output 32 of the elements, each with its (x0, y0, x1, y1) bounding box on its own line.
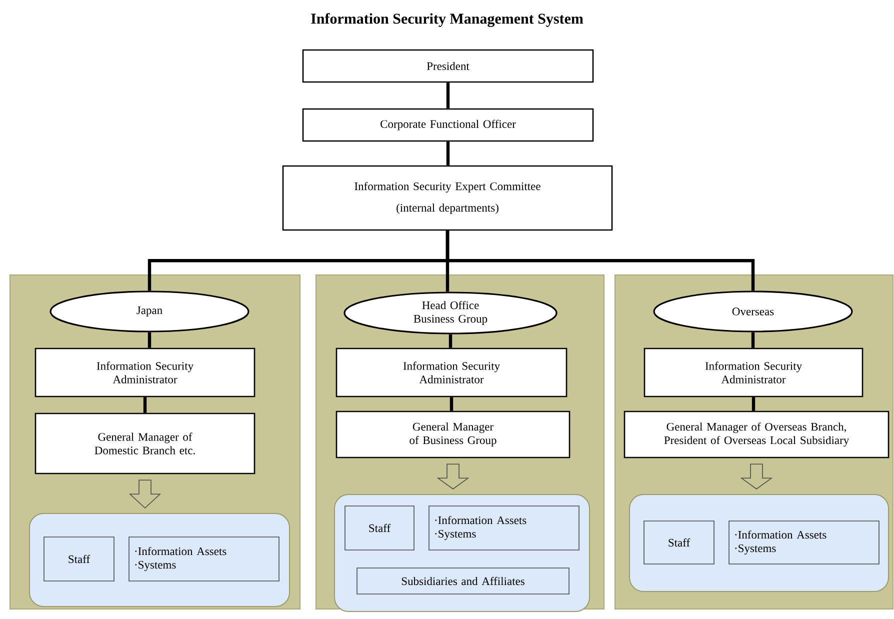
role-box: Information Security Administrator (644, 348, 864, 398)
role-box: General Manager of Business Group (336, 410, 570, 458)
connector-line (148, 332, 152, 348)
connector-line (752, 397, 756, 411)
title: Information Security Management System (311, 13, 584, 27)
item-box: Staff (344, 506, 414, 550)
connector-line (751, 332, 755, 348)
connector-line (143, 397, 147, 413)
item-box: ·Information Assets ·Systems (428, 506, 580, 550)
connector-line (448, 334, 452, 348)
scope-box (29, 513, 290, 607)
role-box: General Manager of Overseas Branch, President of Overseas Local Subsidiary (624, 410, 890, 458)
scope-box (629, 494, 889, 592)
block-arrow (740, 464, 773, 490)
item-box: ·Information Assets ·Systems (728, 520, 880, 564)
role-box: General Manager of Domestic Branch etc. (34, 412, 256, 474)
role-box: Corporate Functional Officer (302, 108, 594, 142)
role-box: Information Security Administrator (34, 348, 256, 398)
item-box: Staff (644, 520, 714, 564)
connector-line (446, 82, 450, 108)
scope-box (334, 494, 590, 612)
role-box: Information Security Administrator (336, 348, 568, 398)
item-box: Staff (44, 536, 114, 582)
item-box: ·Information Assets ·Systems (128, 536, 280, 582)
connector-line (446, 230, 755, 291)
connector-line (450, 397, 454, 411)
role-box: President (302, 49, 594, 83)
block-arrow (436, 464, 470, 490)
role-box: Information Security Expert Committee (internal departments) (282, 165, 613, 231)
item-box: Subsidiaries and Affiliates (356, 568, 570, 594)
block-arrow (128, 480, 162, 509)
connector-line (446, 142, 450, 166)
